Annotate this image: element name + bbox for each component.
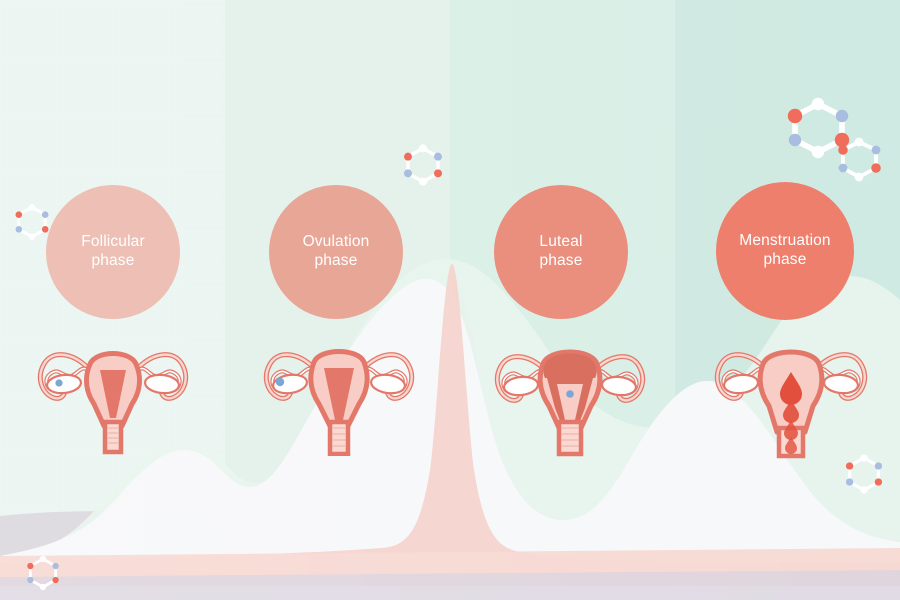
ovary-right: [143, 373, 181, 395]
cervix-ridges: [107, 427, 119, 444]
blood-drop: [780, 372, 802, 405]
uterus-right-tube: [361, 352, 415, 401]
cervix-canal: [556, 419, 584, 457]
molecule-top-right-double: [787, 97, 881, 182]
molecule-top-left: [15, 204, 49, 240]
uterus-right-tube: [814, 352, 868, 401]
ovary-left: [502, 375, 540, 397]
uterus-lining: [100, 370, 126, 418]
uterus-left-tube: [714, 352, 768, 401]
blood-drop: [784, 420, 798, 440]
cervix-canal: [102, 419, 124, 455]
cervix-ridges: [332, 427, 346, 447]
phase-circle-luteal[interactable]: Luteal phase: [494, 185, 628, 319]
ovary-left: [722, 373, 760, 395]
ovary-left: [45, 373, 83, 395]
phase-label-line2: phase: [763, 251, 807, 268]
uterus-diagram-luteal: [494, 349, 646, 457]
molecule-ovulation-top: [404, 144, 442, 186]
cervix-ridges: [561, 427, 579, 447]
phase-label-line1: Menstruation: [739, 232, 831, 250]
blood-drop: [783, 400, 799, 423]
uterus-right-tube: [135, 352, 189, 401]
molecule-bottom-right: [845, 454, 883, 494]
uterus-left-tube: [37, 352, 91, 401]
follicle-dot-center: [566, 390, 574, 398]
uterus-right-tube: [592, 354, 646, 403]
ovary-right: [370, 373, 406, 395]
phase-label-line1: Ovulation: [302, 233, 370, 251]
phase-circle-ovulation[interactable]: Ovulation phase: [269, 185, 403, 319]
ovary-right: [822, 373, 860, 395]
cervix-canal: [327, 419, 351, 456]
uterus-diagram-follicular: [37, 351, 189, 455]
uterus-lining: [324, 368, 354, 420]
phase-label-line1: Follicular: [81, 233, 145, 251]
molecule-bottom-left: [27, 555, 59, 591]
phase-label-line1: Luteal: [539, 233, 583, 251]
uterus-cavity: [557, 384, 583, 420]
ovary-right: [600, 375, 638, 397]
phase-label-line2: phase: [539, 252, 583, 269]
uterus-lining-thick: [543, 353, 597, 378]
uterus-diagram-menstruation: [714, 349, 868, 459]
uterus-diagram-ovulation: [263, 349, 415, 456]
blood-drops: [780, 372, 802, 454]
phase-label-line2: phase: [91, 252, 135, 269]
follicle-dot-left: [275, 377, 285, 387]
follicle-dot-left: [55, 379, 63, 387]
phase-circle-follicular[interactable]: Follicular phase: [46, 185, 180, 319]
phase-label-line2: phase: [314, 252, 358, 269]
uterus-left-tube: [263, 352, 317, 401]
blood-drop: [785, 437, 797, 454]
phase-circle-menstruation[interactable]: Menstruation phase: [716, 182, 854, 320]
